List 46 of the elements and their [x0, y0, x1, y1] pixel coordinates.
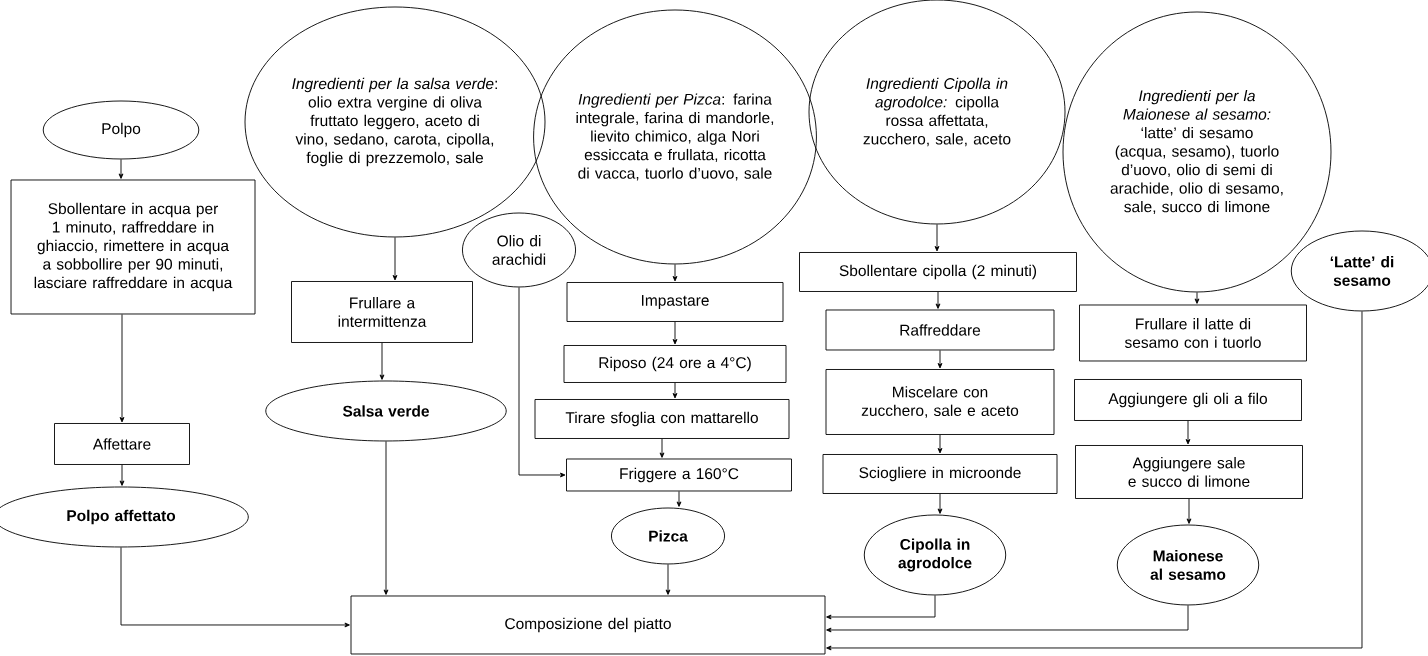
arrow: [518, 287, 566, 478]
process-box: Aggiungere gli oli a filo: [1074, 379, 1302, 421]
process-box: Aggiungere sale e succo di limone: [1075, 445, 1303, 499]
arrow: [672, 382, 678, 399]
arrow: [1185, 420, 1191, 445]
ellipse-node: Salsa verde: [265, 380, 507, 442]
arrow: [665, 563, 671, 595]
process-box: Miscelare con zucchero, sale e aceto: [825, 369, 1055, 435]
arrow: [119, 314, 125, 423]
arrow: [392, 237, 398, 281]
ellipse-node: Maionese al sesamo: [1116, 524, 1260, 606]
arrow: [119, 464, 125, 486]
arrow: [379, 342, 385, 380]
arrow: [826, 604, 1189, 633]
arrow: [935, 291, 941, 309]
arrow: [937, 434, 943, 454]
process-box: Sciogliere in microonde: [822, 454, 1058, 494]
arrow: [118, 159, 124, 179]
process-box: Impastare: [566, 282, 784, 322]
ellipse-node: Polpo: [42, 100, 200, 160]
arrow: [826, 595, 936, 620]
arrow: [676, 491, 682, 507]
arrow: [937, 350, 943, 369]
process-box: Composizione del piatto: [350, 595, 826, 655]
process-box: Friggere a 160°C: [566, 458, 792, 492]
process-box: Raffreddare: [825, 309, 1055, 351]
arrow: [934, 224, 940, 252]
ellipse-node: Olio di arachidi: [462, 212, 577, 288]
process-box: Sbollentare in acqua per 1 minuto, raffreddare in ghiaccio, rimettere in acqua a sobbollire per 90 minuti, lasciare raffreddare in acqua: [10, 179, 256, 315]
arrow: [383, 441, 389, 595]
arrow: [826, 311, 1363, 651]
ellipse-node: Pizca: [611, 507, 726, 565]
arrow: [1186, 498, 1192, 524]
process-box: Affettare: [54, 423, 190, 465]
arrow: [120, 546, 350, 628]
arrow: [672, 264, 678, 282]
ellipse-node: Cipolla in agrodolce: [863, 514, 1007, 596]
process-box: Tirare sfoglia con mattarello: [534, 399, 790, 439]
arrow: [659, 438, 665, 458]
arrow: [937, 493, 943, 514]
arrow: [1194, 292, 1200, 304]
arrow: [672, 321, 678, 345]
process-box: Riposo (24 ore a 4°C): [563, 345, 787, 383]
process-box: Sbollentare cipolla (2 minuti): [799, 252, 1077, 292]
process-box: Frullare il latte di sesamo con i tuorlo: [1079, 304, 1307, 362]
process-box: Frullare a intermittenza: [291, 281, 473, 343]
